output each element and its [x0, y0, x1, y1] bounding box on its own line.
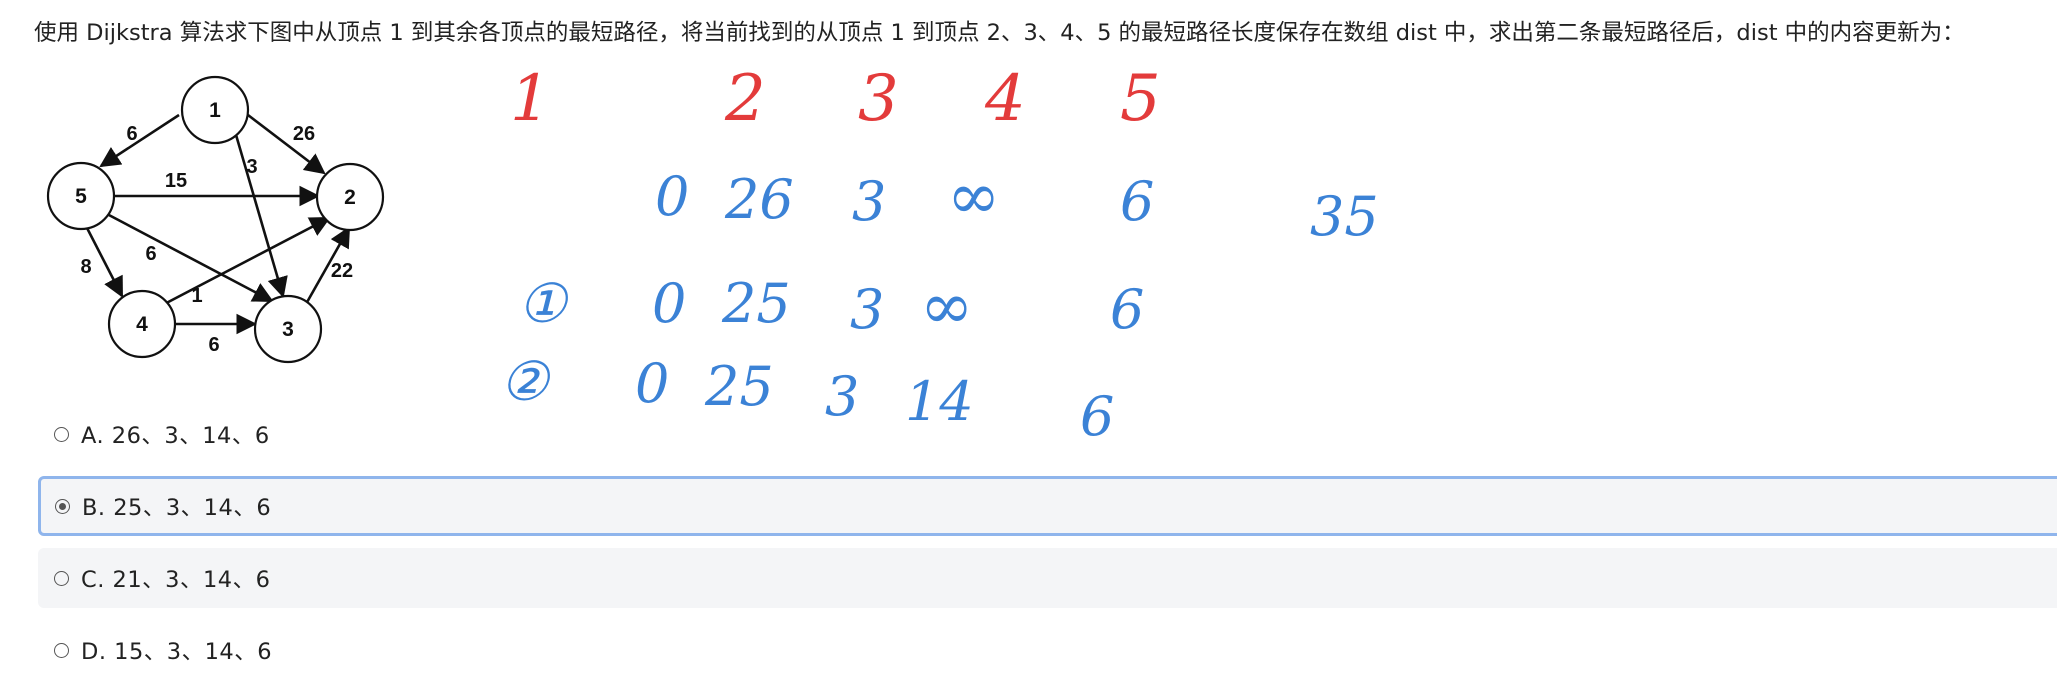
node-label: 3 [282, 318, 294, 341]
annotation-text: 5 [1120, 62, 1161, 136]
handwritten-annotations: 1 2 3 4 5 0 26 3 ∞ 6 35 ① 0 25 3 ∞ 6 ② 0… [500, 62, 1379, 448]
graph-node-4 [107, 289, 177, 359]
graph-node-5 [46, 161, 116, 231]
annotation-text: 4 [984, 62, 1026, 136]
edge-weight: 6 [208, 334, 219, 356]
edge-weight: 6 [145, 243, 156, 265]
edge-1-5 [99, 113, 180, 168]
node-label: 5 [75, 185, 87, 208]
annotation-text: 6 [1110, 278, 1144, 341]
annotation-text: 2 [724, 62, 766, 136]
annotation-text: 3 [825, 365, 859, 428]
option-d[interactable]: D. 15、3、14、6 [38, 620, 2057, 680]
annotation-text: 25 [704, 355, 774, 418]
edge-3-2 [304, 226, 351, 305]
edge-1-2 [247, 113, 326, 175]
question-text: 使用 Dijkstra 算法求下图中从顶点 1 到其余各顶点的最短路径，将当前找… [34, 20, 1965, 46]
graph-node-3 [253, 294, 323, 364]
option-c[interactable]: C. 21、3、14、6 [38, 548, 2057, 608]
radio-button[interactable] [54, 570, 69, 586]
annotation-text: 0 [655, 165, 689, 228]
edge-5-3 [106, 212, 274, 303]
annotation-text: 6 [1120, 170, 1154, 233]
option-label: A. 26、3、14、6 [81, 423, 270, 449]
red-header-row: 1 2 3 4 5 [510, 62, 1161, 136]
blue-row-0: 0 26 3 ∞ 6 35 [655, 160, 1379, 248]
annotation-text: 1 [510, 62, 551, 136]
annotation-text: ∞ [920, 270, 973, 344]
annotation-text: 0 [635, 352, 669, 415]
option-a[interactable]: A. 26、3、14、6 [38, 404, 2057, 464]
option-label: B. 25、3、14、6 [82, 495, 272, 521]
annotation-text: 35 [1310, 185, 1379, 248]
annotation-text: 3 [852, 170, 886, 233]
radio-button[interactable] [54, 426, 69, 442]
graph-node-1 [180, 75, 250, 145]
radio-button[interactable] [54, 642, 69, 658]
annotation-text: 6 [1080, 385, 1114, 448]
edge-weight: 6 [126, 123, 137, 145]
option-label: D. 15、3、14、6 [81, 639, 273, 665]
node-label: 2 [344, 186, 356, 209]
edge-weight: 26 [293, 123, 315, 145]
annotation-text: 0 [652, 272, 686, 335]
edge-5-4 [84, 225, 124, 298]
annotation-text: 3 [858, 62, 899, 136]
option-b[interactable]: B. 25、3、14、6 [38, 476, 2057, 536]
answer-options: A. 26、3、14、6 B. 25、3、14、6 C. 21、3、14、6 D… [38, 404, 2057, 692]
annotation-text: ② [500, 350, 551, 413]
edge-weight: 22 [331, 260, 353, 282]
blue-row-1: ① 0 25 3 ∞ 6 [518, 270, 1144, 344]
node-label: 4 [136, 313, 148, 336]
edge-weight: 1 [191, 285, 202, 307]
edge-weight: 8 [80, 256, 91, 278]
annotation-text: 3 [850, 278, 884, 341]
edge-weight: 15 [165, 170, 187, 192]
annotation-text: 26 [724, 168, 794, 231]
edge-1-3 [232, 127, 288, 298]
edge-4-2 [152, 216, 331, 312]
node-label: 1 [209, 99, 221, 122]
annotation-text: ∞ [947, 160, 1000, 234]
annotation-text: ① [518, 272, 569, 335]
dijkstra-graph: 1 2 3 4 5 6 26 3 15 6 8 1 6 22 [46, 75, 385, 364]
edge-weight: 3 [246, 156, 257, 178]
option-label: C. 21、3、14、6 [81, 567, 271, 593]
annotation-text: 25 [721, 272, 791, 335]
blue-row-2: ② 0 25 3 14 6 [500, 350, 1114, 448]
graph-node-2 [315, 162, 385, 232]
annotation-text: 14 [905, 370, 974, 433]
radio-button-checked[interactable] [55, 498, 70, 514]
